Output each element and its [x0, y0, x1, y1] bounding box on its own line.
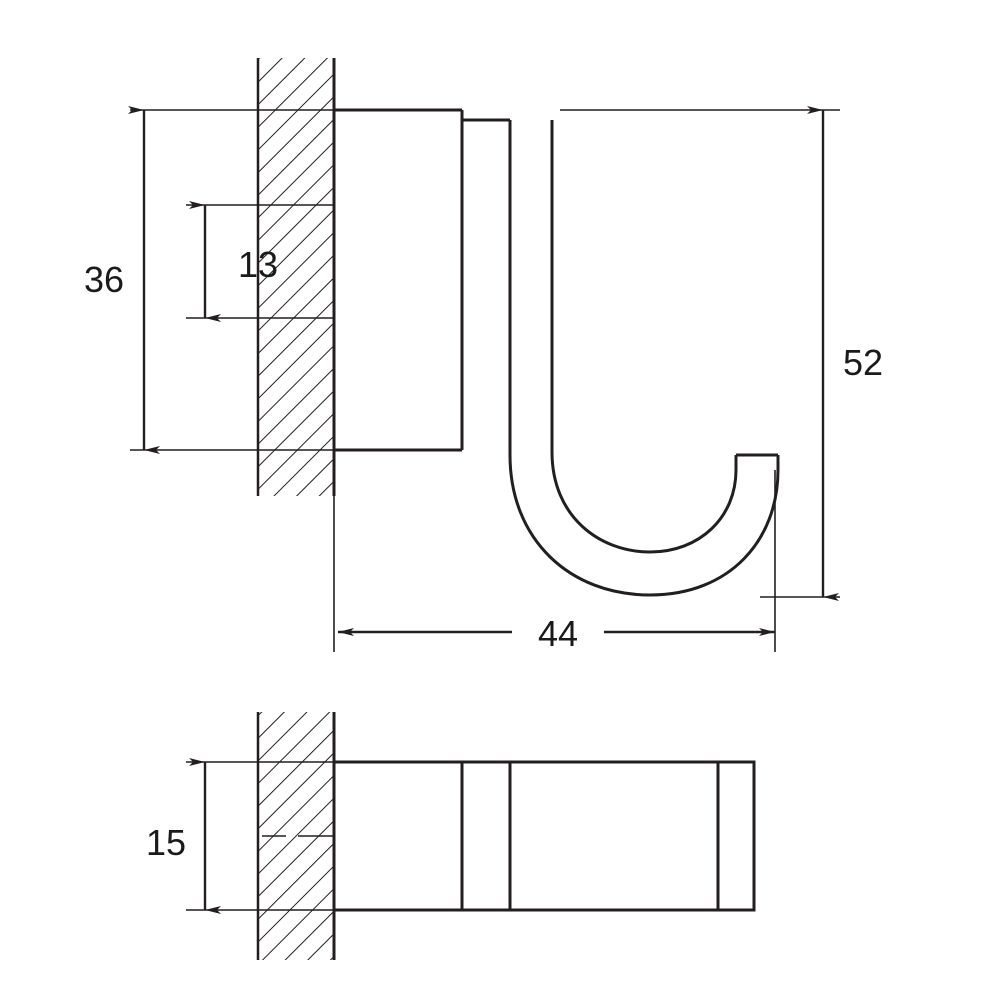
dimension-44-label: 44	[538, 613, 578, 654]
top-view: 15	[146, 712, 756, 960]
dimension-52: 52	[807, 106, 883, 601]
wall-hatch-side	[256, 58, 336, 496]
extension-lines-side	[130, 109, 840, 652]
hook-plan-outline	[332, 760, 756, 912]
dimension-36-label: 36	[84, 259, 124, 300]
dimension-13-label: 13	[238, 244, 278, 285]
hook-profile-outline	[332, 108, 780, 597]
dimension-15-label: 15	[146, 822, 186, 863]
dimension-36: 36	[84, 106, 160, 454]
dimension-15: 15	[146, 758, 221, 914]
side-elevation-view: 36 13 52 44	[84, 58, 883, 654]
dimension-44: 44	[338, 608, 775, 654]
dimension-52-label: 52	[843, 342, 883, 383]
dimension-13: 13	[189, 201, 278, 322]
